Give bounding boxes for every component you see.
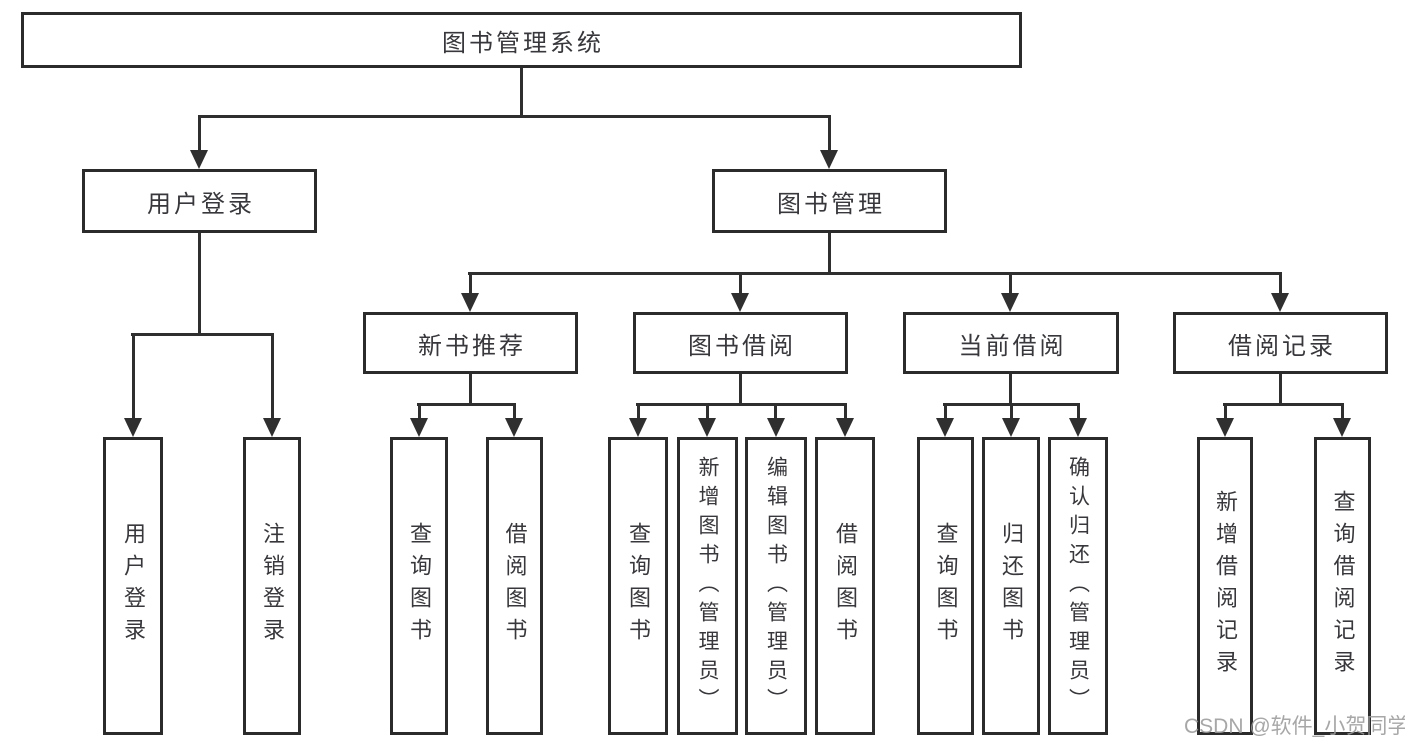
watermark-text: CSDN @软件_小贺同学 xyxy=(1184,715,1405,738)
node-book-borrowing: 图书借阅 xyxy=(633,312,848,374)
leaf-query-borrow-record: 查询借阅记录 xyxy=(1314,437,1371,735)
connector-line xyxy=(469,272,472,294)
leaf-add-borrow-record: 新增借阅记录 xyxy=(1197,437,1253,735)
connector-line xyxy=(469,373,472,405)
connector-line xyxy=(774,403,777,419)
arrow-down-icon xyxy=(1271,293,1289,312)
leaf-edit-book-admin: 编辑图书（管理员） xyxy=(745,437,807,735)
arrow-down-icon xyxy=(124,418,142,437)
arrow-down-icon xyxy=(1216,418,1234,437)
node-label: 借阅记录 xyxy=(1228,332,1336,360)
connector-line xyxy=(198,115,201,152)
arrow-down-icon xyxy=(936,418,954,437)
connector-line xyxy=(828,232,831,275)
connector-line xyxy=(417,403,516,406)
connector-line xyxy=(1224,403,1227,419)
connector-line xyxy=(828,115,831,152)
arrow-down-icon xyxy=(461,293,479,312)
connector-line xyxy=(1223,403,1344,406)
connector-line xyxy=(636,403,847,406)
node-label: 查询图书 xyxy=(933,522,959,650)
connector-line xyxy=(1279,272,1282,294)
arrow-down-icon xyxy=(629,418,647,437)
node-label: 图书借阅 xyxy=(688,332,796,360)
connector-line xyxy=(132,333,135,419)
arrow-down-icon xyxy=(767,418,785,437)
node-label: 用户登录 xyxy=(121,522,146,650)
node-label: 查询图书 xyxy=(407,522,432,650)
node-label: 当前借阅 xyxy=(958,332,1067,360)
node-label: 新书推荐 xyxy=(418,332,526,360)
connector-line xyxy=(513,403,516,419)
node-label: 新增借阅记录 xyxy=(1213,490,1238,682)
node-new-book-recommendation: 新书推荐 xyxy=(363,312,578,374)
node-label: 查询图书 xyxy=(626,522,651,650)
leaf-return-books: 归还图书 xyxy=(982,437,1040,735)
node-label: 用户登录 xyxy=(147,190,255,218)
connector-line xyxy=(1009,373,1012,405)
connector-line xyxy=(198,115,831,118)
connector-line xyxy=(468,272,1282,275)
leaf-user-login: 用户登录 xyxy=(103,437,163,735)
leaf-borrow-books-borrowing: 借阅图书 xyxy=(815,437,875,735)
node-label: 确认归还（管理员） xyxy=(1066,455,1090,717)
arrow-down-icon xyxy=(820,150,838,169)
arrow-down-icon xyxy=(190,150,208,169)
node-label: 图书管理系统 xyxy=(442,29,604,57)
node-label: 编辑图书（管理员） xyxy=(764,455,788,717)
connector-line xyxy=(1009,272,1012,294)
connector-line xyxy=(418,403,421,419)
arrow-down-icon xyxy=(1333,418,1351,437)
arrow-down-icon xyxy=(698,418,716,437)
connector-line xyxy=(706,403,709,419)
node-label: 借阅图书 xyxy=(502,522,528,650)
node-label: 图书管理 xyxy=(777,190,885,218)
leaf-query-books-borrowing: 查询图书 xyxy=(608,437,668,735)
connector-line xyxy=(1077,403,1080,419)
arrow-down-icon xyxy=(1001,293,1019,312)
connector-line xyxy=(739,272,742,294)
leaf-query-books-recommend: 查询图书 xyxy=(390,437,448,735)
leaf-query-books-current: 查询图书 xyxy=(917,437,974,735)
arrow-down-icon xyxy=(410,418,428,437)
connector-line xyxy=(1341,403,1344,419)
leaf-confirm-return-admin: 确认归还（管理员） xyxy=(1048,437,1108,735)
node-label: 注销登录 xyxy=(260,522,285,650)
connector-line xyxy=(944,403,947,419)
connector-line xyxy=(131,333,274,336)
node-user-login: 用户登录 xyxy=(82,169,317,233)
connector-line xyxy=(520,65,523,118)
arrow-down-icon xyxy=(731,293,749,312)
connector-line xyxy=(1279,373,1282,405)
connector-line xyxy=(1010,403,1013,419)
leaf-borrow-books-recommend: 借阅图书 xyxy=(486,437,543,735)
node-book-management: 图书管理 xyxy=(712,169,947,233)
connector-line xyxy=(637,403,640,419)
arrow-down-icon xyxy=(1002,418,1020,437)
connector-line xyxy=(844,403,847,419)
leaf-logout: 注销登录 xyxy=(243,437,301,735)
arrow-down-icon xyxy=(505,418,523,437)
arrow-down-icon xyxy=(263,418,281,437)
node-current-borrowing: 当前借阅 xyxy=(903,312,1119,374)
arrow-down-icon xyxy=(1069,418,1087,437)
connector-line xyxy=(271,333,274,419)
arrow-down-icon xyxy=(836,418,854,437)
node-label: 借阅图书 xyxy=(833,522,858,650)
node-library-management-system: 图书管理系统 xyxy=(21,12,1022,68)
leaf-add-book-admin: 新增图书（管理员） xyxy=(677,437,738,735)
connector-line xyxy=(198,232,201,336)
node-borrowing-records: 借阅记录 xyxy=(1173,312,1388,374)
node-label: 归还图书 xyxy=(999,522,1024,650)
node-label: 查询借阅记录 xyxy=(1330,490,1356,682)
node-label: 新增图书（管理员） xyxy=(696,455,719,717)
connector-line xyxy=(739,373,742,405)
